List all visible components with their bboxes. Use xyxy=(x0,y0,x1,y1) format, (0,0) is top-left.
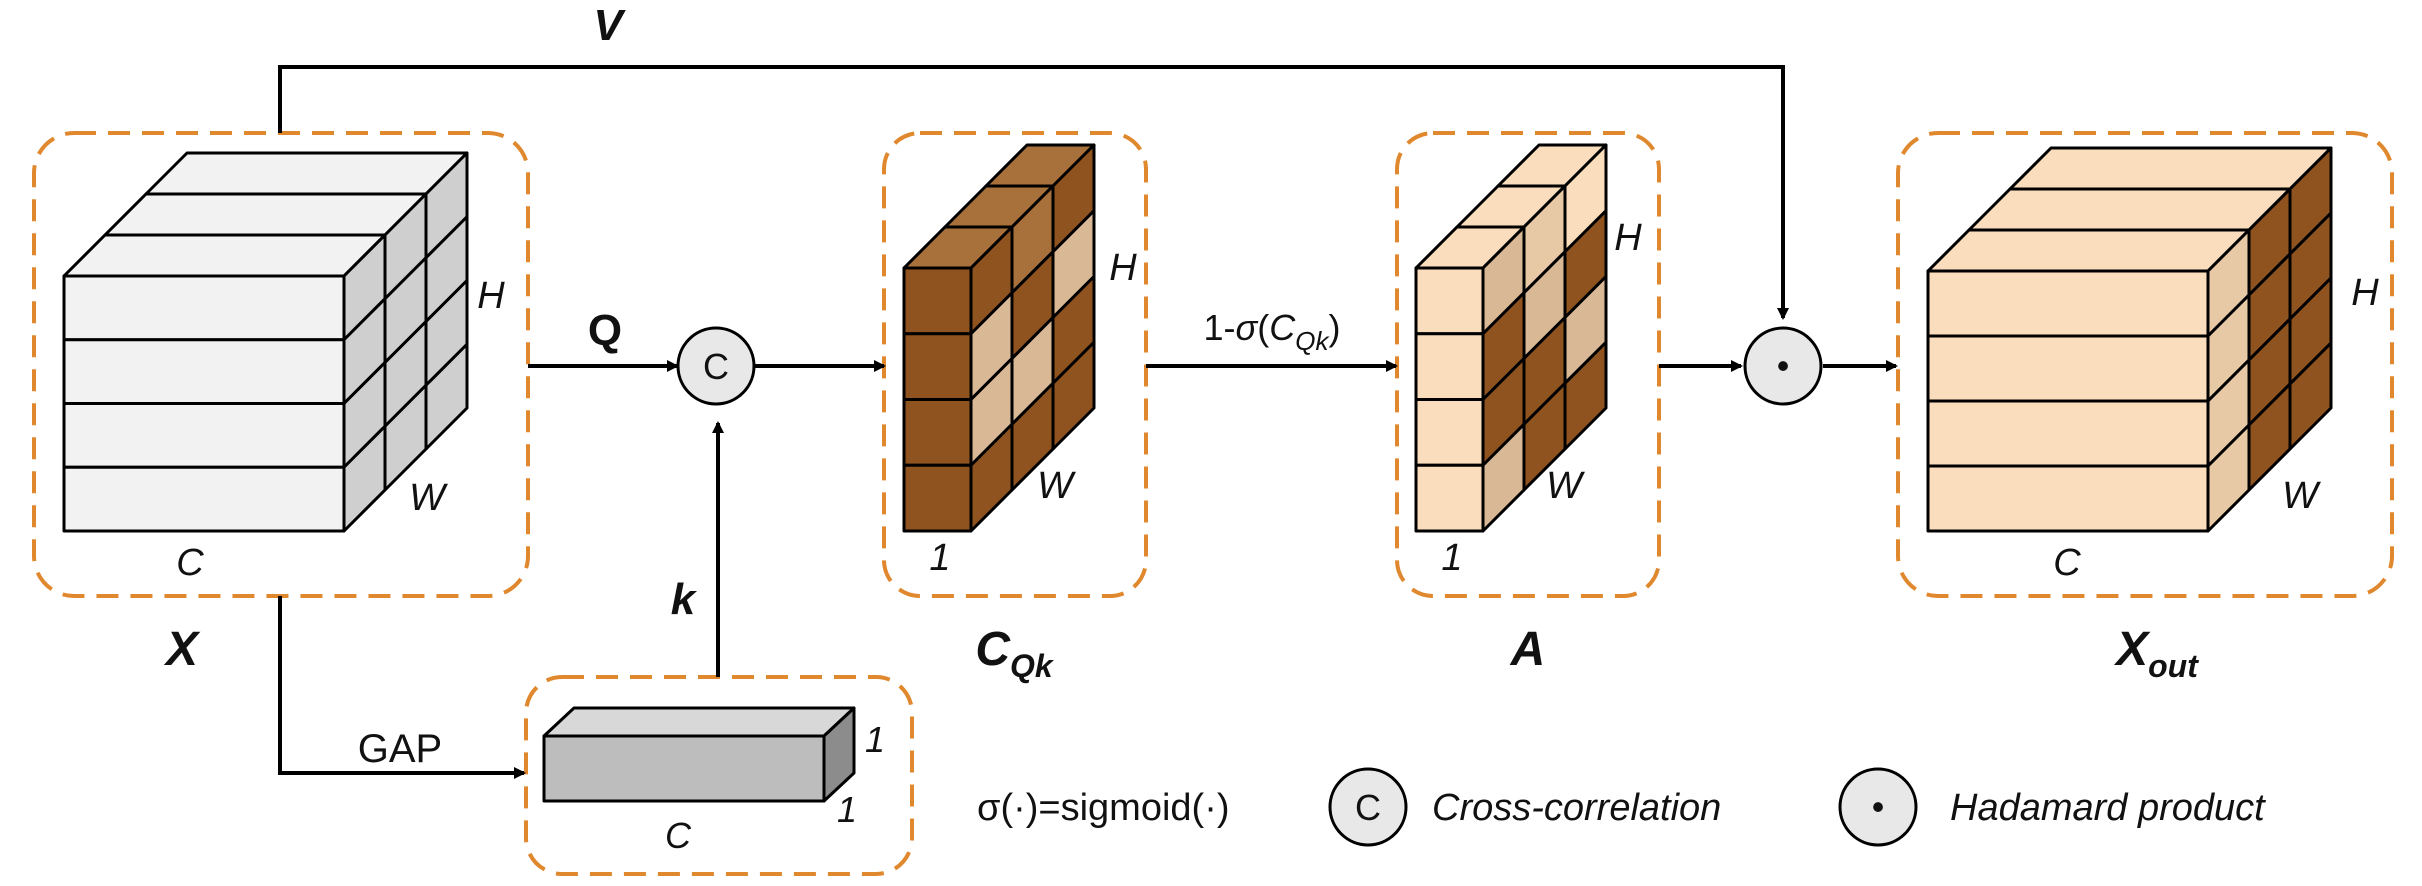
cube-top-cell xyxy=(1967,187,2292,232)
cqk-tensor-cube xyxy=(902,143,1096,533)
a-h-dim: H xyxy=(1614,217,1642,259)
cqk-one-dim: 1 xyxy=(929,537,950,579)
hadamard-op: • xyxy=(1743,326,1823,406)
gap-one-a: 1 xyxy=(865,719,885,760)
a-one-dim: 1 xyxy=(1441,537,1462,579)
x-w-dim: W xyxy=(409,477,448,519)
k-label: k xyxy=(671,575,698,624)
legend-sigmoid-definition: σ(·)=sigmoid(·) xyxy=(977,787,1230,829)
cube-top-cell xyxy=(144,151,469,196)
legend-hadamard-icon xyxy=(1838,767,1918,847)
sigma-label: 1-σ(CQk) xyxy=(1204,307,1341,356)
cube-side-cell xyxy=(424,342,469,451)
cube-side-cell xyxy=(1563,340,1608,451)
cube-side-cell xyxy=(1051,340,1096,451)
a-w-dim: W xyxy=(1546,465,1585,507)
gap-c-dim: C xyxy=(665,815,692,856)
attention-map-cube xyxy=(1414,143,1608,533)
x-tensor-cube xyxy=(62,151,469,533)
xout-w-dim: W xyxy=(2282,475,2321,517)
legend-hadamard-symbol: • xyxy=(1872,786,1885,827)
legend-cross-text: Cross-correlation xyxy=(1432,787,1721,829)
cross-op-symbol: C xyxy=(703,346,729,387)
connectors xyxy=(278,65,1898,779)
cube-front-row xyxy=(1926,269,2210,338)
cube-front-row xyxy=(902,398,973,467)
cqk-label: CQk xyxy=(975,623,1055,684)
cube-front-row xyxy=(1414,463,1485,533)
xout-label: Xout xyxy=(2113,623,2199,684)
cube-front-row xyxy=(902,463,973,533)
xout-h-dim: H xyxy=(2351,272,2379,314)
cube-top-cell xyxy=(103,192,428,237)
cross-correlation-op: C xyxy=(676,326,756,406)
cqk-w-dim: W xyxy=(1037,465,1076,507)
v-path-arrow xyxy=(278,65,1789,320)
legend-hadamard: • Hadamard product xyxy=(1838,767,2266,847)
cube-front-row xyxy=(902,332,973,401)
gap-one-b: 1 xyxy=(837,789,857,830)
xout-tensor-cube xyxy=(1926,146,2333,533)
x-h-dim: H xyxy=(477,275,505,317)
cube-side-cell xyxy=(2288,341,2333,451)
xout-c-dim: C xyxy=(2053,542,2081,584)
x-label: X xyxy=(163,623,201,676)
cube-front-row xyxy=(1414,266,1485,336)
gap-vector-box xyxy=(542,706,856,803)
cube-front-row xyxy=(62,338,346,405)
gap-label: GAP xyxy=(358,727,442,771)
x-c-dim: C xyxy=(176,542,204,584)
cube-front-row xyxy=(1414,398,1485,467)
legend-hadamard-text: Hadamard product xyxy=(1950,787,2266,829)
legend-cross-correlation: C Cross-correlation xyxy=(1328,767,1721,847)
cube-front-row xyxy=(1926,334,2210,403)
legend-cross-symbol: C xyxy=(1355,787,1381,828)
cube-front-row xyxy=(1926,399,2210,468)
a-label: A xyxy=(1510,623,1546,676)
cube-front-row xyxy=(62,465,346,533)
cube-front-row xyxy=(1414,332,1485,401)
xout-group-box xyxy=(1896,131,2394,598)
cube-top-cell xyxy=(62,233,387,278)
cube-front-row xyxy=(62,274,346,342)
v-label: V xyxy=(593,1,626,50)
cube-front-row xyxy=(1926,464,2210,533)
cube-front-row xyxy=(62,402,346,469)
legend-cross-icon xyxy=(1328,767,1408,847)
q-label: Q xyxy=(588,306,622,355)
gap-arrow xyxy=(278,596,526,779)
cube-front-row xyxy=(902,266,973,336)
cube-top-cell xyxy=(2008,146,2333,191)
hadamard-op-symbol: • xyxy=(1777,345,1790,386)
cqk-h-dim: H xyxy=(1109,247,1137,289)
cube-top-cell xyxy=(1926,228,2251,273)
